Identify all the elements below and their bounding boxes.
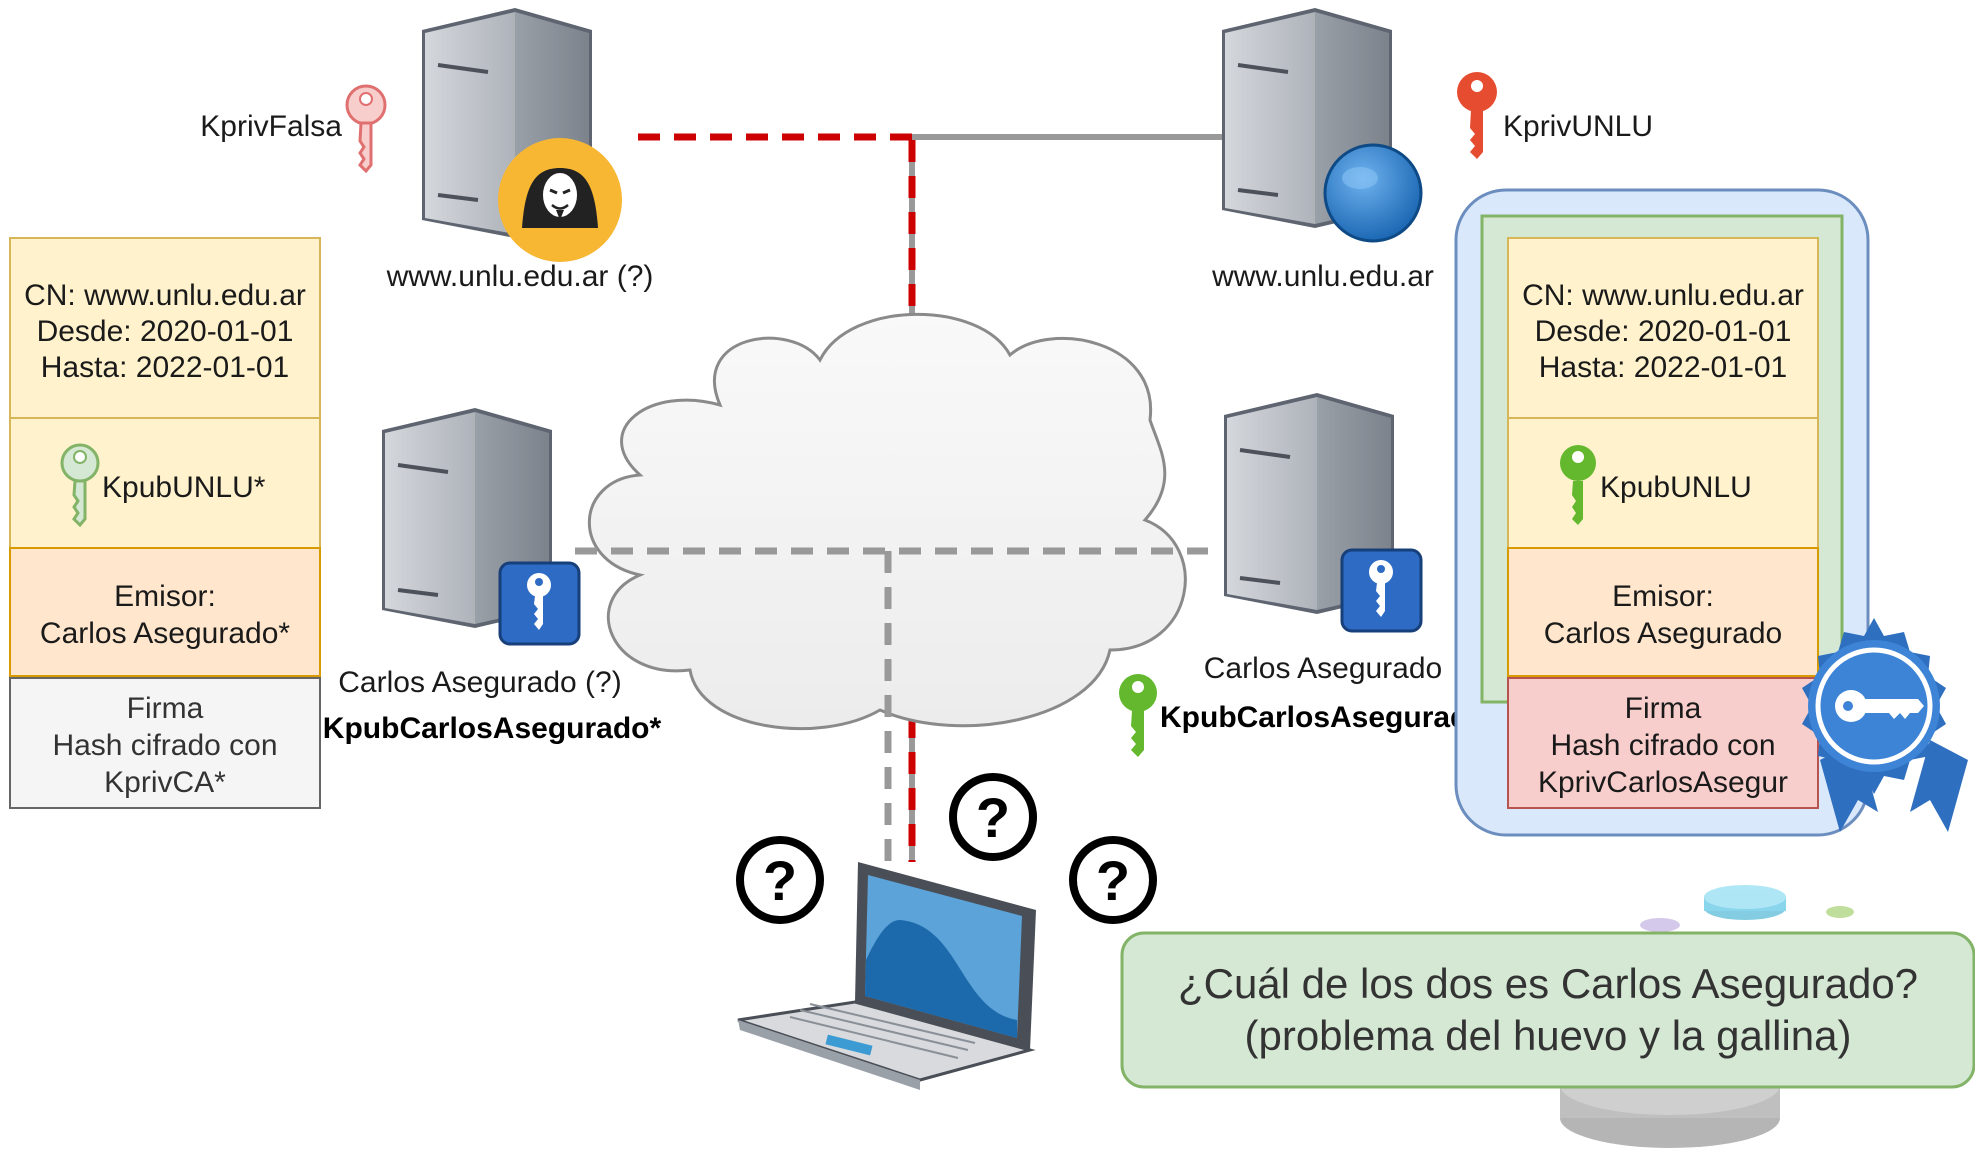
key-label-kprivunlu: KprivUNLU [1503, 110, 1653, 143]
key-label-kpubcarlosasegurado: KpubCarlosAsegurado [1160, 701, 1487, 734]
real-certificate: CN: www.unlu.edu.ar Desde: 2020-01-01 Ha… [1454, 188, 1870, 837]
fake-cert-subject-line: Desde: 2020-01-01 [37, 315, 294, 348]
fake-cert-issuer-line: Emisor: [114, 580, 216, 613]
verified-badge-icon [1802, 618, 1968, 832]
real-cert-signature-line: KprivCarlosAsegur [1538, 766, 1788, 799]
real-cert-subject-line: Hasta: 2022-01-01 [1539, 351, 1788, 384]
fake-cert-issuer-line: Carlos Asegurado* [40, 617, 290, 650]
question-mark-icon: ? [736, 836, 824, 924]
question-mark-icon: ? [949, 773, 1037, 861]
real-cert-subject-line: Desde: 2020-01-01 [1535, 315, 1792, 348]
server-real-ca-label: Carlos Asegurado [1204, 652, 1442, 685]
fake-cert-signature-line: Firma [127, 692, 204, 725]
fake-cert-issuer-cell [9, 547, 321, 677]
fake-cert-subject-line: Hasta: 2022-01-01 [41, 351, 290, 384]
key-kpubunlu-fake-icon [60, 443, 100, 528]
certificate-key-badge-icon [1340, 548, 1423, 633]
server-real-unlu-label: www.unlu.edu.ar [1211, 260, 1434, 293]
real-cert-subject-cell [1507, 237, 1819, 419]
internet-cloud [587, 312, 1187, 731]
client-laptop [737, 862, 1036, 1090]
real-cert-issuer-cell [1507, 547, 1819, 677]
fake-cert-signature-line: KprivCA* [104, 766, 226, 799]
question-mark: ? [976, 786, 1010, 849]
real-cert-signature-line: Firma [1625, 692, 1702, 725]
real-cert-pubkey-cell [1507, 417, 1819, 549]
server-fake-ca-label: Carlos Asegurado (?) [338, 666, 621, 699]
real-cert-issuer-line: Carlos Asegurado [1544, 617, 1782, 650]
question-callout-line: ¿Cuál de los dos es Carlos Asegurado? [1178, 960, 1918, 1007]
fake-cert-subject-cell [9, 237, 321, 419]
globe-icon [1323, 143, 1423, 243]
question-mark: ? [1096, 849, 1130, 912]
fake-certificate: CN: www.unlu.edu.ar Desde: 2020-01-01 Ha… [9, 237, 321, 809]
key-label-kpubcarlosasegurado-fake: KpubCarlosAsegurado* [323, 712, 662, 745]
server-fake-unlu-label: www.unlu.edu.ar (?) [386, 260, 654, 293]
key-kprivunlu-icon [1457, 72, 1497, 159]
fake-cert-pubkey: KpubUNLU* [102, 471, 266, 504]
certificate-key-badge-icon [498, 561, 581, 646]
fake-cert-pubkey-cell [9, 417, 321, 549]
question-mark: ? [763, 849, 797, 912]
real-cert-issuer-line: Emisor: [1612, 580, 1714, 613]
question-mark-icon: ? [1069, 836, 1157, 924]
key-label-kprivfalsa: KprivFalsa [200, 110, 342, 143]
hacker-icon [498, 138, 622, 262]
real-cert-signature-cell [1507, 677, 1819, 809]
fake-cert-subject-line: CN: www.unlu.edu.ar [24, 279, 306, 312]
question-callout-line: (problema del huevo y la gallina) [1244, 1012, 1851, 1059]
key-kpubcarlosasegurado-icon [1119, 674, 1157, 757]
fake-cert-signature-cell [9, 677, 321, 809]
real-cert-pubkey: KpubUNLU [1600, 471, 1752, 504]
key-kprivfalsa-icon [345, 84, 387, 174]
question-callout: ¿Cuál de los dos es Carlos Asegurado? (p… [1120, 931, 1975, 1089]
real-cert-signature-line: Hash cifrado con [1550, 729, 1775, 762]
real-cert-subject-line: CN: www.unlu.edu.ar [1522, 279, 1804, 312]
fake-cert-signature-line: Hash cifrado con [52, 729, 277, 762]
key-kpubunlu-icon [1560, 445, 1596, 525]
